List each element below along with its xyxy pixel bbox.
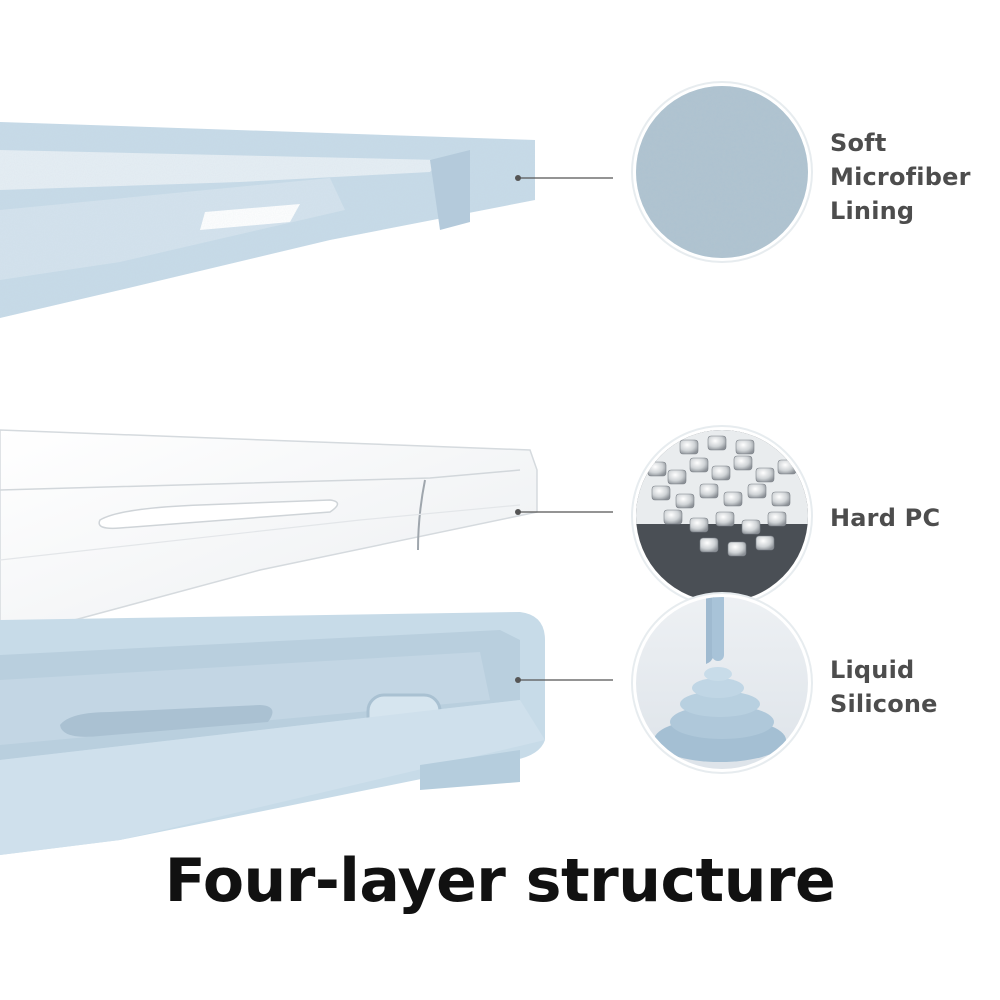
liquid-silicone-icon — [631, 592, 813, 774]
microfiber-lining-label: Soft Microfiber Lining — [830, 129, 971, 225]
hard-pc-layer — [0, 429, 613, 641]
pc-pellets-icon — [631, 425, 813, 607]
hard-pc-label: Hard PC — [830, 504, 941, 532]
liquid-silicone-label: Liquid Silicone — [830, 656, 938, 718]
page-title: Four-layer structure — [164, 846, 836, 916]
microfiber-lining-layer — [0, 122, 613, 318]
microfiber-texture-icon — [631, 81, 813, 263]
liquid-silicone-layer — [0, 612, 613, 855]
